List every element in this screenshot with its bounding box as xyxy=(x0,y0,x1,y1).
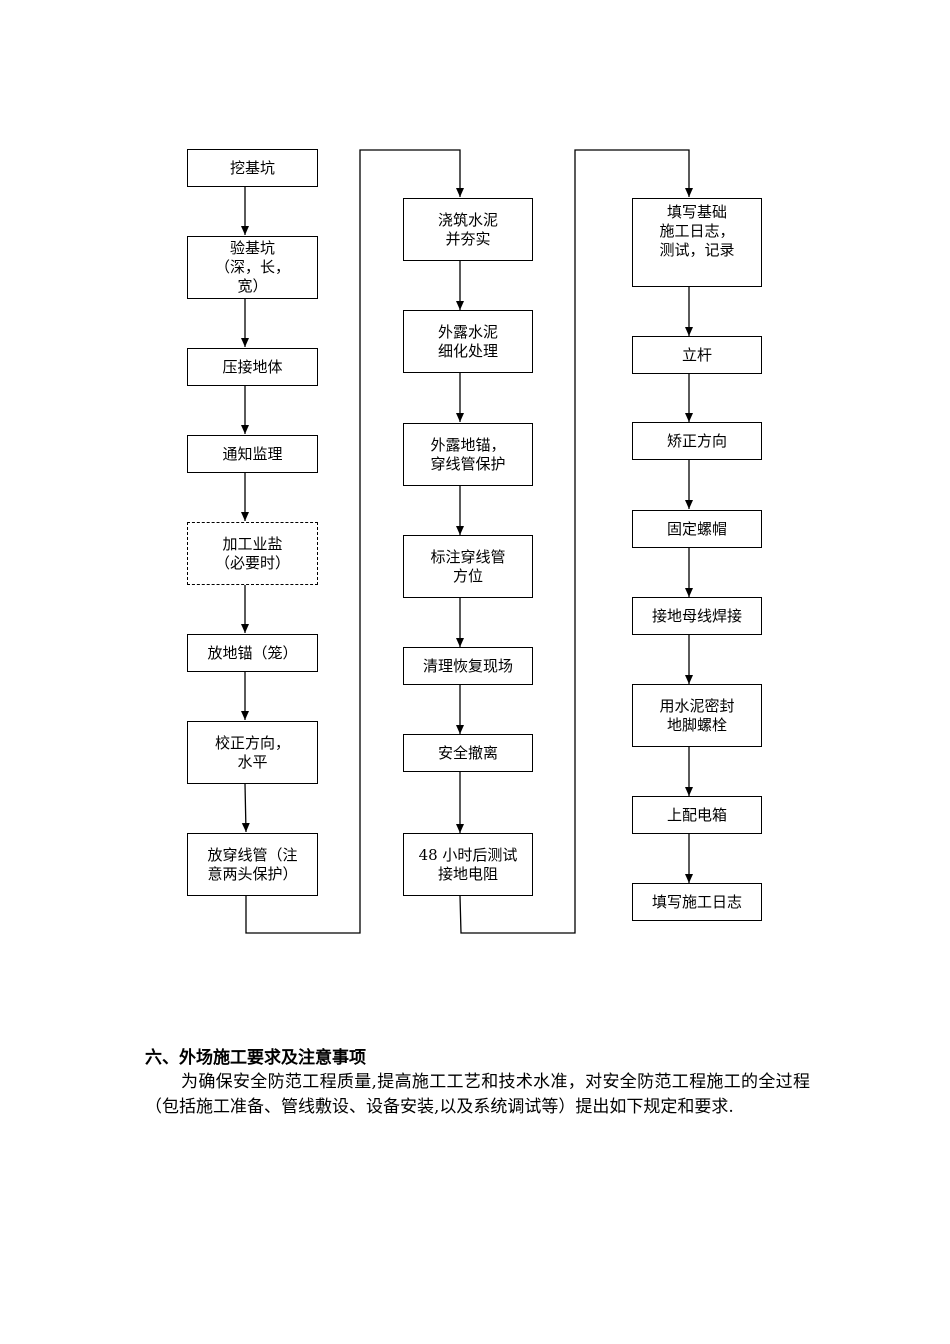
flow-step-mark-conduit: 标注穿线管 方位 xyxy=(403,535,533,598)
flow-step-inspect-pit: 验基坑 （深，长， 宽） xyxy=(187,236,318,299)
connector-col1-col2 xyxy=(245,149,464,934)
flow-step-place-conduit: 放穿线管（注 意两头保护） xyxy=(187,833,318,896)
flow-step-test-resistance: 48 小时后测试 接地电阻 xyxy=(403,833,533,896)
flow-step-fill-construction-log: 填写施工日志 xyxy=(632,883,762,921)
flow-step-fill-foundation-log: 填写基础 施工日志， 测试，记录 xyxy=(632,198,762,287)
flow-step-dig-pit: 挖基坑 xyxy=(187,149,318,187)
flow-step-place-anchor: 放地锚（笼） xyxy=(187,634,318,672)
flow-step-pour-cement: 浇筑水泥 并夯实 xyxy=(403,198,533,261)
flow-step-correct-direction: 矫正方向 xyxy=(632,422,762,460)
flow-step-refine-cement: 外露水泥 细化处理 xyxy=(403,310,533,373)
flow-step-erect-pole: 立杆 xyxy=(632,336,762,374)
section-paragraph: 为确保安全防范工程质量,提高施工工艺和技术水准，对安全防范工程施工的全过程（包括… xyxy=(145,1072,810,1117)
flow-step-restore-site: 清理恢复现场 xyxy=(403,647,533,685)
flow-step-add-salt: 加工业盐 （必要时） xyxy=(187,522,318,585)
flow-step-protect-anchor: 外露地锚， 穿线管保护 xyxy=(403,423,533,486)
flow-step-mount-box: 上配电箱 xyxy=(632,796,762,834)
section-heading: 六、外场施工要求及注意事项 xyxy=(145,1048,366,1068)
connector-col2-col3 xyxy=(459,149,693,934)
flow-step-fix-nut: 固定螺帽 xyxy=(632,510,762,548)
flow-step-seal-bolts: 用水泥密封 地脚螺栓 xyxy=(632,684,762,747)
flow-step-weld-busbar: 接地母线焊接 xyxy=(632,597,762,635)
arrow-c1-7 xyxy=(241,783,250,833)
flow-step-safe-evacuate: 安全撤离 xyxy=(403,734,533,772)
flow-step-notify-supervisor: 通知监理 xyxy=(187,435,318,473)
flow-step-press-ground: 压接地体 xyxy=(187,348,318,386)
flow-step-align-level: 校正方向， 水平 xyxy=(187,721,318,784)
